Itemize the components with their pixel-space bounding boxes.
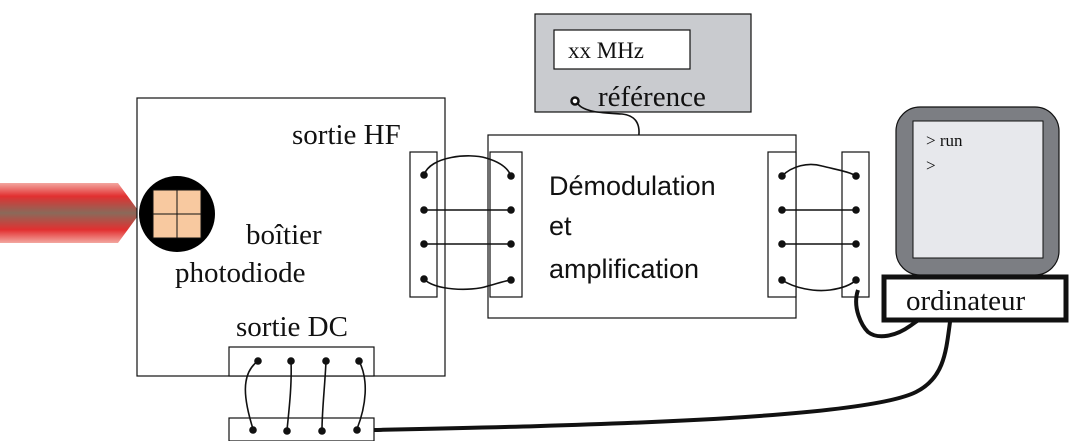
photodiode-label: photodiode — [175, 257, 306, 289]
demodulation-box — [487, 134, 797, 319]
output-connector-pins — [778, 172, 860, 284]
reference-label: référence — [598, 81, 706, 113]
et-label: et — [549, 211, 572, 241]
terminal-line-2: > — [926, 156, 936, 175]
dc-output-connector-block — [228, 346, 375, 377]
reference-output-connector — [570, 96, 580, 106]
output-cables — [781, 163, 857, 292]
sortie-hf-label: sortie HF — [292, 119, 401, 151]
frequency-display — [553, 29, 691, 70]
quadrant-photodiode — [139, 176, 215, 252]
amplification-label: amplification — [549, 254, 699, 284]
frequency-value: xx MHz — [568, 38, 644, 63]
hf-cables — [423, 155, 512, 291]
computer-base — [881, 274, 1069, 323]
dc-cable-to-computer — [373, 321, 952, 432]
dc-cables — [244, 360, 367, 431]
sortie-dc-label: sortie DC — [236, 311, 348, 343]
demod-input-connector-block — [489, 151, 523, 298]
hf-connector-pins — [420, 171, 515, 284]
terminal-line-1: > run — [926, 131, 963, 150]
reference-cable — [577, 103, 640, 149]
data-cable-to-computer — [854, 289, 924, 339]
dc-connector-pins — [249, 357, 363, 435]
laser-beam-arrow — [0, 183, 140, 243]
ordinateur-label: ordinateur — [906, 285, 1026, 317]
demodulation-label: Démodulation — [549, 171, 716, 201]
boitier-label: boîtier — [246, 219, 322, 251]
terminal-screen — [912, 120, 1044, 259]
